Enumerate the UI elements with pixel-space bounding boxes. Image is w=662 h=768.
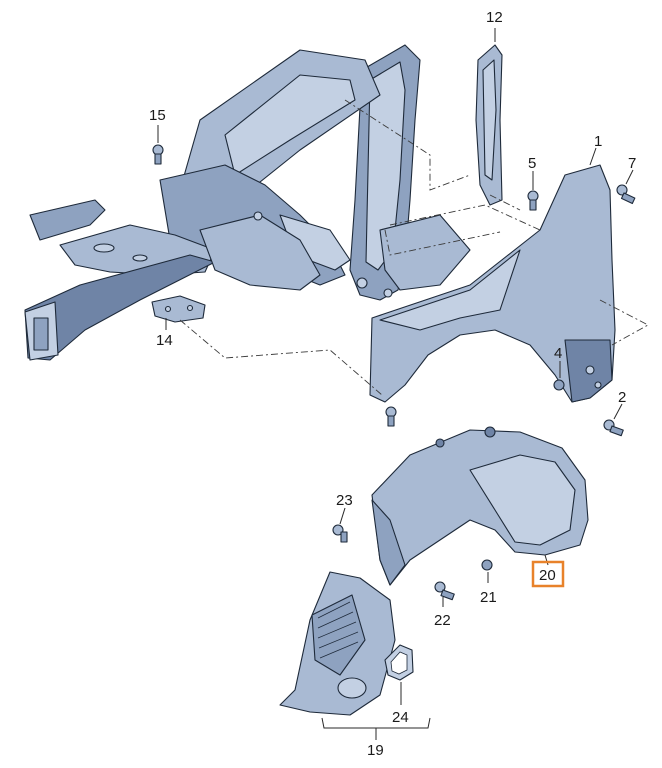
callout-14: 14 — [156, 332, 173, 349]
screw-7-icon — [616, 184, 636, 205]
callout-20: 20 — [539, 567, 556, 584]
fender-1 — [369, 164, 616, 403]
body-structure — [24, 44, 471, 361]
assembly-lines — [179, 99, 649, 396]
screw-bottom-fender-icon — [385, 406, 397, 427]
screw-15-icon — [152, 144, 164, 165]
callout-22: 22 — [434, 612, 451, 629]
callout-15: 15 — [149, 107, 166, 124]
underbody-cover-19 — [279, 571, 396, 716]
leader-lines — [157, 28, 634, 740]
screw-23-icon — [332, 524, 348, 543]
fasteners — [152, 144, 636, 601]
reinforcement-strip-12 — [475, 44, 503, 206]
callout-24: 24 — [392, 709, 409, 726]
callout-21: 21 — [480, 589, 497, 606]
callout-5: 5 — [528, 155, 536, 172]
callout-7: 7 — [628, 155, 636, 172]
callout-labels: 1 2 4 5 7 12 14 15 19 20 21 22 23 24 — [149, 9, 636, 759]
seal-ring-24 — [384, 644, 414, 681]
wheelhouse-liner-20 — [371, 426, 589, 586]
bracket-14 — [151, 295, 206, 323]
nut-4-icon — [553, 379, 565, 391]
callout-4: 4 — [554, 345, 562, 362]
clip-21-icon — [481, 559, 493, 571]
screw-2-icon — [603, 419, 624, 437]
screw-22-icon — [434, 581, 455, 601]
callout-1: 1 — [594, 133, 602, 150]
screw-5-icon — [527, 190, 539, 211]
callout-19: 19 — [367, 742, 384, 759]
callout-12: 12 — [486, 9, 503, 26]
callout-23: 23 — [336, 492, 353, 509]
callout-2: 2 — [618, 389, 626, 406]
highlight-box-20 — [531, 560, 565, 588]
grille-mesh — [317, 601, 359, 659]
